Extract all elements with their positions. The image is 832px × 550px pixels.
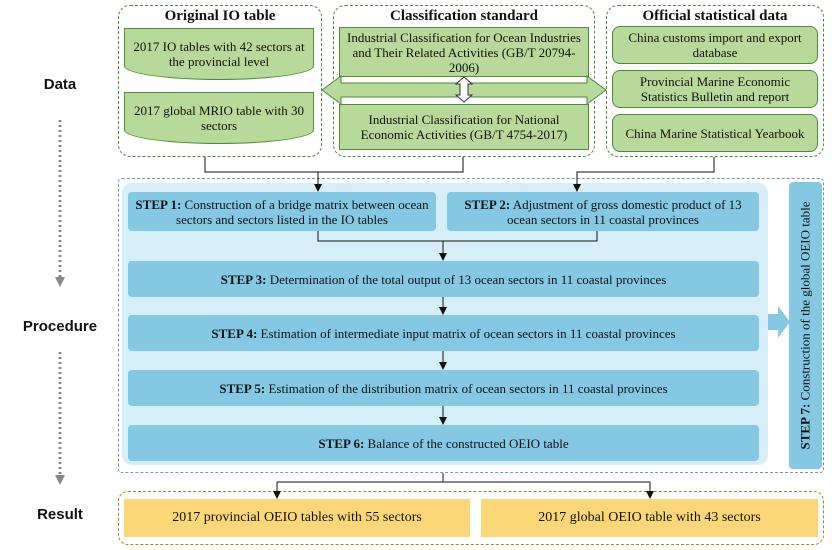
step-3-label: STEP 3: bbox=[220, 271, 267, 287]
connector-step1-merge bbox=[317, 231, 598, 242]
step-7-box: STEP 7: Construction of the global OEIO … bbox=[789, 182, 822, 469]
step-6-box: STEP 6: Balance of the constructed OEIO … bbox=[128, 425, 759, 461]
original-io-item-1: 2017 IO tables with 42 sectors at the pr… bbox=[124, 28, 314, 80]
result-panel bbox=[118, 491, 824, 545]
step-2-label: STEP 2: bbox=[464, 196, 511, 212]
step-1-text: Construction of a bridge matrix between … bbox=[176, 196, 429, 227]
step-1-label: STEP 1: bbox=[135, 196, 182, 212]
classification-title: Classification standard bbox=[390, 8, 538, 24]
step-2-box: STEP 2: Adjustment of gross domestic pro… bbox=[447, 192, 759, 231]
original-io-title: Original IO table bbox=[164, 8, 276, 24]
step-3-text: Determination of the total output of 13 … bbox=[269, 271, 667, 287]
classification-item-2: Industrial Classification for National E… bbox=[339, 104, 589, 150]
step-4-text: Estimation of intermediate input matrix … bbox=[260, 325, 676, 341]
step-5-box: STEP 5: Estimation of the distribution m… bbox=[128, 370, 759, 406]
procedure-panel bbox=[118, 178, 824, 473]
step-2-text: Adjustment of gross domestic product of … bbox=[507, 196, 742, 227]
step-6-text: Balance of the constructed OEIO table bbox=[367, 435, 569, 451]
official-item-3: China Marine Statistical Yearbook bbox=[612, 114, 818, 152]
double-arrow-vertical bbox=[454, 76, 474, 103]
official-item-2: Provincial Marine Economic Statistics Bu… bbox=[612, 70, 818, 108]
official-item-1: China customs import and export database bbox=[612, 26, 818, 64]
step-6-label: STEP 6: bbox=[318, 435, 365, 451]
step-4-label: STEP 4: bbox=[211, 325, 258, 341]
official-title: Official statistical data bbox=[642, 8, 788, 24]
step-3-box: STEP 3: Determination of the total outpu… bbox=[128, 261, 759, 297]
classification-item-1: Industrial Classification for Ocean Indu… bbox=[339, 27, 589, 77]
step-5-text: Estimation of the distribution matrix of… bbox=[268, 380, 668, 396]
result-global: 2017 global OEIO table with 43 sectors bbox=[481, 499, 818, 537]
result-label: Result bbox=[37, 506, 83, 523]
step-5-label: STEP 5: bbox=[219, 380, 266, 396]
connector-data-to-step1 bbox=[204, 157, 464, 173]
connector-official-to-step2 bbox=[573, 157, 715, 192]
original-io-item-2: 2017 global MRIO table with 30 sectors bbox=[124, 92, 314, 144]
data-label: Data bbox=[43, 76, 77, 93]
procedure-label: Procedure bbox=[22, 318, 98, 335]
step-4-box: STEP 4: Estimation of intermediate input… bbox=[128, 315, 759, 351]
step-1-box: STEP 1: Construction of a bridge matrix … bbox=[128, 192, 436, 231]
result-provincial: 2017 provincial OEIO tables with 55 sect… bbox=[124, 499, 470, 537]
block-arrow-to-step7 bbox=[768, 306, 790, 338]
